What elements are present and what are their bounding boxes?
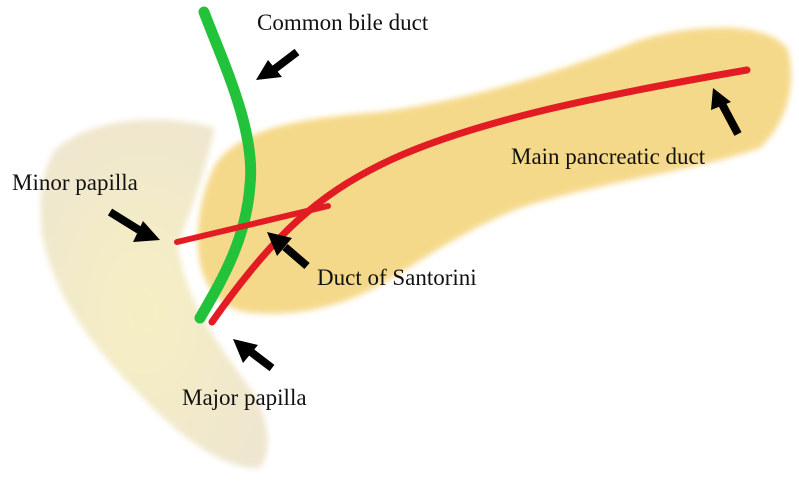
label-minor-papilla: Minor papilla xyxy=(12,170,138,195)
label-main-pancreatic-duct: Main pancreatic duct xyxy=(511,144,706,169)
label-major-papilla: Major papilla xyxy=(182,385,307,410)
label-duct-of-santorini: Duct of Santorini xyxy=(317,265,477,290)
arrow-common-bile-duct xyxy=(256,52,297,80)
pancreas-shape xyxy=(198,28,792,314)
label-common-bile-duct: Common bile duct xyxy=(257,10,429,35)
arrow-major-papilla xyxy=(233,339,272,368)
